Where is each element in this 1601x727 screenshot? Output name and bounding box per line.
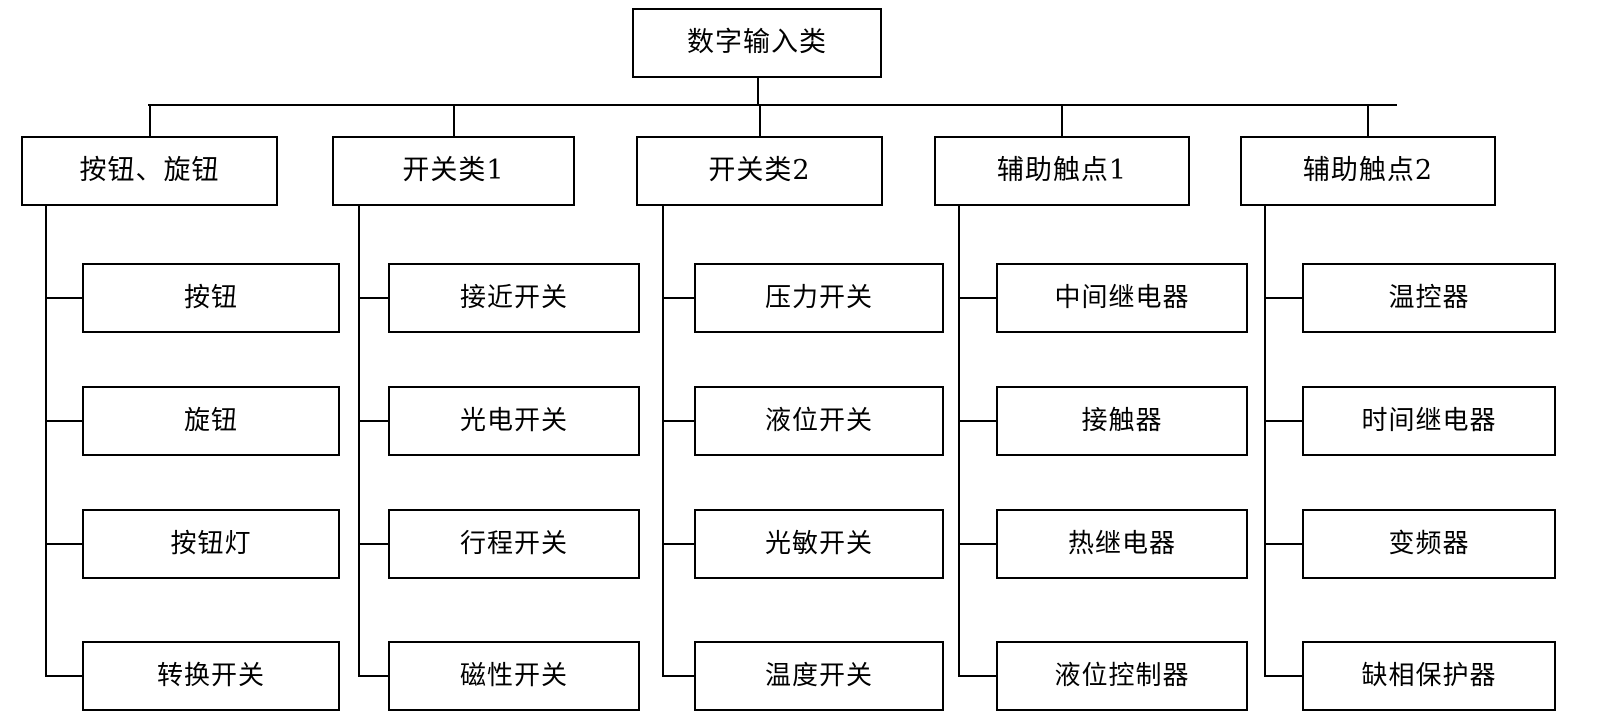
leaf-node-1-4[interactable]: 转换开关 <box>82 641 340 711</box>
connector-stub-3-3 <box>662 543 694 545</box>
connector-stub-1-1 <box>45 297 82 299</box>
leaf-node-1-2[interactable]: 旋钮 <box>82 386 340 456</box>
connector-stub-3-2 <box>662 420 694 422</box>
leaf-node-5-3[interactable]: 变频器 <box>1302 509 1556 579</box>
connector-bus-drop-1 <box>149 104 151 136</box>
connector-spine-2 <box>358 206 360 676</box>
connector-stub-3-4 <box>662 675 694 677</box>
branch-node-4[interactable]: 辅助触点1 <box>934 136 1190 206</box>
connector-spine-3 <box>662 206 664 676</box>
connector-stub-5-1 <box>1264 297 1302 299</box>
leaf-node-5-1[interactable]: 温控器 <box>1302 263 1556 333</box>
connector-horizontal-bus <box>148 104 1397 106</box>
leaf-node-1-3[interactable]: 按钮灯 <box>82 509 340 579</box>
leaf-node-3-3[interactable]: 光敏开关 <box>694 509 944 579</box>
connector-spine-5 <box>1264 206 1266 676</box>
leaf-node-2-4[interactable]: 磁性开关 <box>388 641 640 711</box>
branch-node-2[interactable]: 开关类1 <box>332 136 575 206</box>
leaf-node-4-1[interactable]: 中间继电器 <box>996 263 1248 333</box>
connector-spine-4 <box>958 206 960 676</box>
connector-stub-3-1 <box>662 297 694 299</box>
connector-stub-1-3 <box>45 543 82 545</box>
leaf-node-4-4[interactable]: 液位控制器 <box>996 641 1248 711</box>
connector-bus-drop-4 <box>1061 104 1063 136</box>
leaf-node-2-1[interactable]: 接近开关 <box>388 263 640 333</box>
connector-stub-1-2 <box>45 420 82 422</box>
leaf-node-4-2[interactable]: 接触器 <box>996 386 1248 456</box>
connector-stub-2-2 <box>358 420 388 422</box>
connector-root-drop <box>757 78 759 104</box>
connector-stub-2-3 <box>358 543 388 545</box>
leaf-node-3-1[interactable]: 压力开关 <box>694 263 944 333</box>
branch-node-5[interactable]: 辅助触点2 <box>1240 136 1496 206</box>
connector-stub-5-4 <box>1264 675 1302 677</box>
connector-bus-drop-3 <box>759 104 761 136</box>
connector-stub-4-2 <box>958 420 996 422</box>
connector-stub-2-1 <box>358 297 388 299</box>
connector-stub-2-4 <box>358 675 388 677</box>
branch-node-1[interactable]: 按钮、旋钮 <box>21 136 278 206</box>
connector-stub-5-3 <box>1264 543 1302 545</box>
leaf-node-1-1[interactable]: 按钮 <box>82 263 340 333</box>
branch-node-3[interactable]: 开关类2 <box>636 136 883 206</box>
connector-stub-4-3 <box>958 543 996 545</box>
leaf-node-5-4[interactable]: 缺相保护器 <box>1302 641 1556 711</box>
connector-stub-4-4 <box>958 675 996 677</box>
root-node-digital-input[interactable]: 数字输入类 <box>632 8 882 78</box>
leaf-node-2-2[interactable]: 光电开关 <box>388 386 640 456</box>
leaf-node-2-3[interactable]: 行程开关 <box>388 509 640 579</box>
connector-stub-4-1 <box>958 297 996 299</box>
leaf-node-5-2[interactable]: 时间继电器 <box>1302 386 1556 456</box>
leaf-node-4-3[interactable]: 热继电器 <box>996 509 1248 579</box>
connector-stub-1-4 <box>45 675 82 677</box>
leaf-node-3-4[interactable]: 温度开关 <box>694 641 944 711</box>
connector-stub-5-2 <box>1264 420 1302 422</box>
leaf-node-3-2[interactable]: 液位开关 <box>694 386 944 456</box>
connector-bus-drop-5 <box>1367 104 1369 136</box>
connector-spine-1 <box>45 206 47 676</box>
connector-bus-drop-2 <box>453 104 455 136</box>
